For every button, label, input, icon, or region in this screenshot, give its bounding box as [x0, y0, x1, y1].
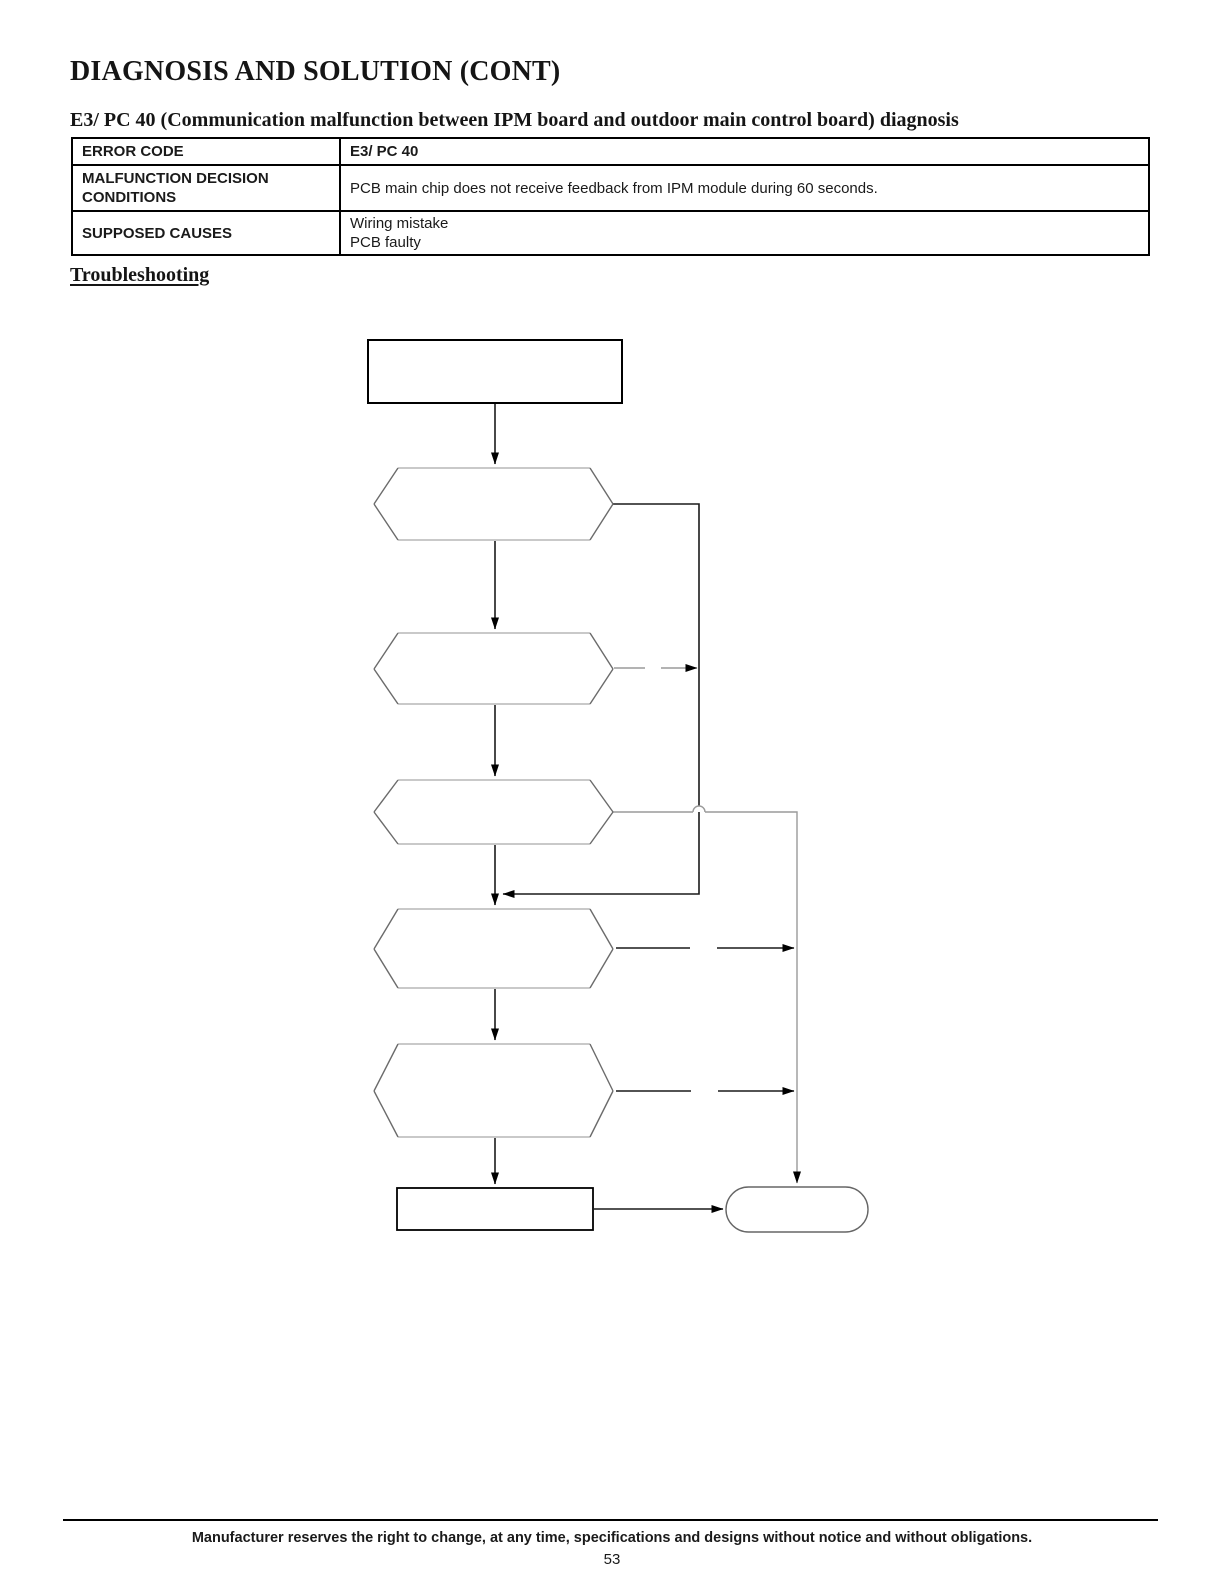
flowchart-decision-2: [373, 632, 614, 705]
flowchart-final-process-box: [396, 1187, 594, 1231]
page-title: DIAGNOSIS AND SOLUTION (CONT): [70, 56, 561, 87]
row-value: PCB main chip does not receive feedback …: [339, 164, 1150, 212]
flowchart-start-process-box: [367, 339, 623, 404]
connector-decision1-branch: [502, 503, 700, 898]
troubleshooting-heading: Troubleshooting: [70, 264, 210, 286]
footer-disclaimer: Manufacturer reserves the right to chang…: [191, 1530, 1033, 1546]
row-value-line: PCB faulty: [350, 234, 421, 251]
row-value: Wiring mistake PCB faulty: [339, 210, 1150, 256]
flowchart-decision-1: [373, 467, 614, 541]
hop-mask: [693, 806, 705, 812]
flowchart-end-terminator: [725, 1186, 869, 1233]
table-row-error-code: ERROR CODE E3/ PC 40: [71, 137, 1150, 166]
connector-decision3-branch-hop: [692, 805, 706, 813]
flowchart-decision-3: [373, 779, 614, 845]
row-label: SUPPOSED CAUSES: [71, 210, 341, 256]
row-value-line: Wiring mistake: [350, 215, 449, 232]
row-label: MALFUNCTION DECISION CONDITIONS: [71, 164, 341, 212]
flowchart-decision-4: [373, 908, 614, 989]
connector-decision3-branch: [613, 811, 797, 1183]
row-value: E3/ PC 40: [339, 137, 1150, 166]
flowchart-decision-shapes: [373, 467, 614, 1138]
footer-divider: [63, 1519, 1158, 1521]
flowchart-decision-5: [373, 1043, 614, 1138]
page-number: 53: [603, 1551, 621, 1568]
table-row-supposed-causes: SUPPOSED CAUSES Wiring mistake PCB fault…: [71, 210, 1150, 256]
row-label: ERROR CODE: [71, 137, 341, 166]
section-subtitle: E3/ PC 40 (Communication malfunction bet…: [70, 109, 959, 131]
flowchart-connectors: [491, 403, 797, 1213]
error-info-table: ERROR CODE E3/ PC 40 MALFUNCTION DECISIO…: [71, 137, 1150, 256]
table-row-malfunction-conditions: MALFUNCTION DECISION CONDITIONS PCB main…: [71, 164, 1150, 212]
